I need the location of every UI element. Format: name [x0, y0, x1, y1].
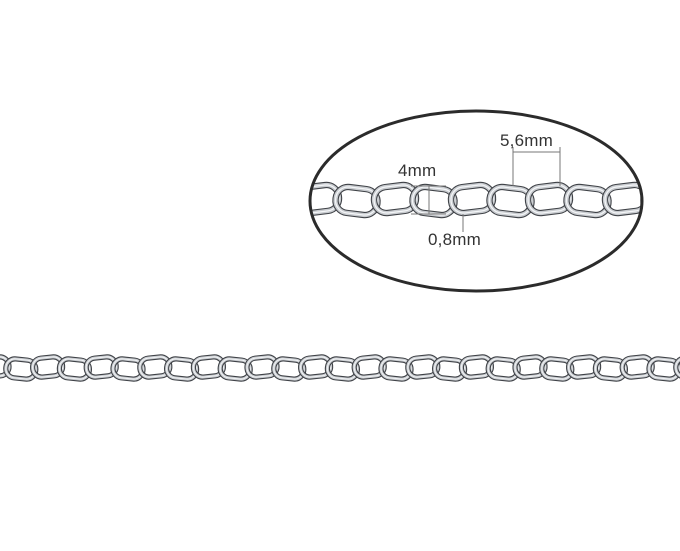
magnifier-callout	[308, 109, 644, 293]
magnified-chain-links	[310, 181, 642, 219]
magnifier-fill	[310, 111, 642, 291]
magnifier-outline	[308, 109, 644, 293]
link-height-label: 4mm	[398, 161, 437, 180]
wire-thickness-label: 0,8mm	[428, 230, 481, 249]
chain-link	[640, 183, 642, 219]
chain-strand	[0, 354, 680, 382]
chain-link	[673, 354, 680, 380]
dimension-markers	[411, 147, 561, 232]
chain-link	[601, 181, 642, 217]
link-width-label: 5,6mm	[500, 131, 553, 150]
